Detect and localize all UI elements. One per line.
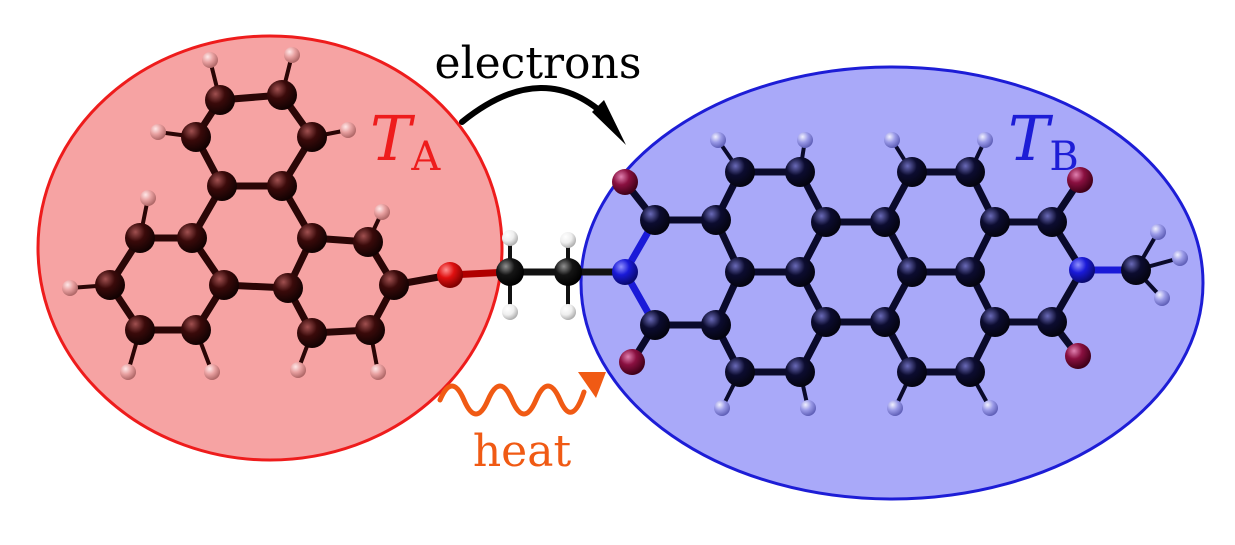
hydrogen-atom (370, 364, 386, 380)
hydrogen-atom (884, 132, 900, 148)
carbon-atom (209, 270, 239, 300)
carbon-atom (1037, 207, 1067, 237)
carbon-atom (897, 157, 927, 187)
carbon-atom (95, 270, 125, 300)
hydrogen-atom (714, 400, 730, 416)
hydrogen-atom (800, 400, 816, 416)
carbon-atom (205, 85, 235, 115)
heat-arrowhead (578, 372, 606, 398)
carbon-atom (870, 307, 900, 337)
carbon-atom (725, 157, 755, 187)
carbon-atom (785, 157, 815, 187)
hydrogen-atom (982, 400, 998, 416)
hydrogen-atom (797, 132, 813, 148)
region-a-symbol: T (370, 102, 416, 175)
hydrogen-atom (340, 122, 356, 138)
carbon-atom (897, 357, 927, 387)
carbon-atom (785, 357, 815, 387)
nitrogen-atom (1069, 257, 1095, 283)
carbon-atom (811, 207, 841, 237)
hydrogen-atom (977, 132, 993, 148)
hydrogen-atom (204, 364, 220, 380)
carbon-atom (870, 207, 900, 237)
hydrogen-atom (120, 364, 136, 380)
hydrogen-atom (202, 52, 218, 68)
hydrogen-atom (502, 230, 518, 246)
carbon-atom (980, 307, 1010, 337)
carbon-atom (297, 223, 327, 253)
region-a-subscript: A (410, 134, 441, 180)
hydrogen-atom (560, 232, 576, 248)
carbon-atom (955, 157, 985, 187)
carbon-atom (701, 205, 731, 235)
electrons-arrow (459, 85, 613, 125)
oxygen-atom (437, 262, 463, 288)
carbon-atom (640, 310, 670, 340)
carbon-atom (955, 257, 985, 287)
electrons-arrowhead (592, 100, 626, 145)
carbon-atom (207, 171, 237, 201)
carbon-atom (785, 257, 815, 287)
carbon-atom (297, 122, 327, 152)
carbon-atom (1121, 255, 1151, 285)
carbon-atom (379, 270, 409, 300)
carbon-atom (897, 257, 927, 287)
carbon-atom (181, 315, 211, 345)
region-b-subscript: B (1049, 134, 1078, 180)
nitrogen-atom (612, 259, 638, 285)
hydrogen-atom (1172, 250, 1188, 266)
carbon-atom (355, 315, 385, 345)
hydrogen-atom (374, 204, 390, 220)
electrons-label: electrons (435, 38, 642, 89)
hydrogen-atom (560, 304, 576, 320)
carbon-atom (267, 171, 297, 201)
carbon-atom (725, 257, 755, 287)
oxygen-atom (1067, 167, 1093, 193)
hydrogen-atom (62, 280, 78, 296)
carbon-atom (125, 315, 155, 345)
carbon-atom (177, 223, 207, 253)
hydrogen-atom (710, 132, 726, 148)
carbon-atom (811, 307, 841, 337)
hydrogen-atom (1154, 290, 1170, 306)
carbon-atom (980, 207, 1010, 237)
heat-wave-arrow (437, 383, 587, 417)
region-a-circle (36, 34, 504, 462)
carbon-atom (353, 227, 383, 257)
carbon-atom (496, 258, 524, 286)
hydrogen-atom (290, 362, 306, 378)
hydrogen-atom (284, 47, 300, 63)
oxygen-atom (1065, 343, 1091, 369)
molecule-atoms (62, 47, 1188, 416)
carbon-atom (640, 205, 670, 235)
carbon-atom (725, 357, 755, 387)
hydrogen-atom (887, 400, 903, 416)
carbon-atom (267, 80, 297, 110)
carbon-atom (125, 223, 155, 253)
region-a-label: TA (370, 102, 441, 180)
carbon-atom (955, 357, 985, 387)
carbon-atom (1037, 307, 1067, 337)
carbon-atom (701, 310, 731, 340)
oxygen-atom (612, 169, 638, 195)
region-b-label: TB (1008, 102, 1079, 180)
hydrogen-atom (502, 304, 518, 320)
oxygen-atom (619, 349, 645, 375)
carbon-atom (181, 122, 211, 152)
carbon-atom (273, 273, 303, 303)
carbon-atom (297, 318, 327, 348)
hydrogen-atom (150, 124, 166, 140)
hydrogen-atom (1150, 224, 1166, 240)
region-b-ellipse (579, 65, 1205, 501)
heat-label: heat (473, 426, 572, 477)
region-b-symbol: T (1008, 102, 1054, 175)
hydrogen-atom (140, 190, 156, 206)
carbon-atom (554, 258, 582, 286)
